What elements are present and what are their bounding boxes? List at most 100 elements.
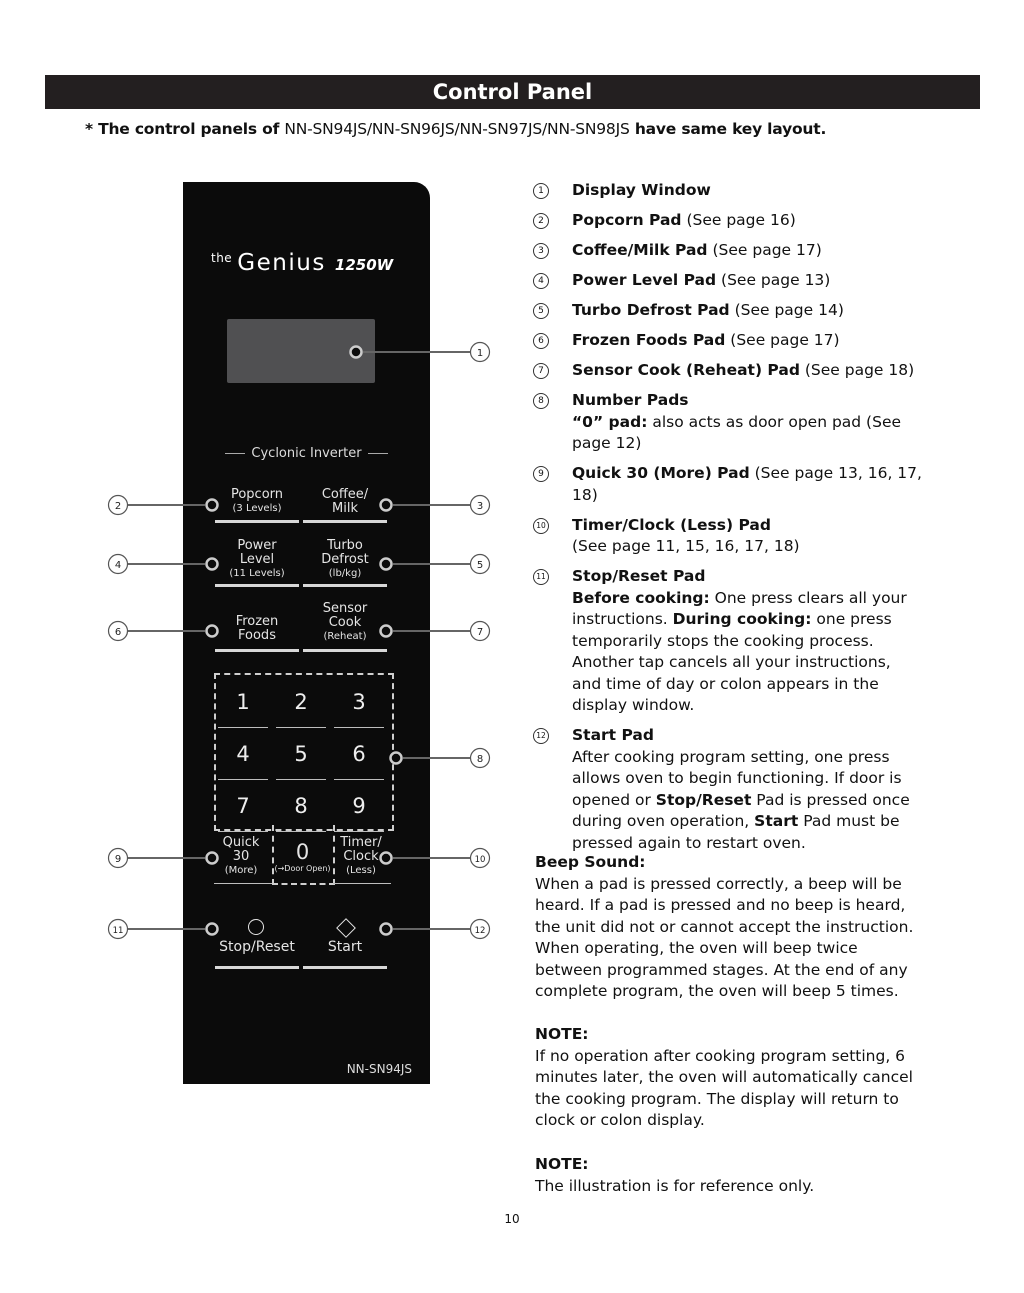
brand-logo: the Genius 1250W xyxy=(211,250,393,276)
note-text: If no operation after cooking program se… xyxy=(535,1046,913,1130)
note-text: The illustration is for reference only. xyxy=(535,1176,815,1195)
series-name: Cyclonic Inverter xyxy=(251,446,362,461)
callout-number-9: 9 xyxy=(115,854,121,865)
popcorn-pad-label: Popcorn xyxy=(230,487,284,502)
callout-circle xyxy=(107,494,129,516)
start-pad[interactable]: Start xyxy=(302,940,388,954)
number-pad-4[interactable]: 4 xyxy=(236,742,250,766)
quick-pad-label-1: Quick xyxy=(222,835,260,850)
note-models: NN-SN94JS/NN-SN96JS/NN-SN97JS/NN-SN98JS xyxy=(284,120,630,138)
page-title: Control Panel xyxy=(432,80,593,104)
item-marker: 10 xyxy=(533,517,549,534)
start-pad-underline xyxy=(303,966,387,969)
frozen-foods-pad[interactable]: Frozen Foods xyxy=(214,615,300,643)
callout-dot xyxy=(389,751,403,765)
page-title-bar: Control Panel xyxy=(45,75,980,109)
num-underline xyxy=(276,831,326,832)
list-item: 4 Power Level Pad (See page 13) xyxy=(533,270,923,292)
quick-30-pad[interactable]: Quick 30 (More) xyxy=(206,836,276,877)
item-bold: During cooking: xyxy=(672,610,812,628)
item-marker: 1 xyxy=(533,183,549,199)
sensor-cook-pad[interactable]: Sensor Cook (Reheat) xyxy=(302,602,388,643)
item-ref: (See page 13, 16, 17, 18) xyxy=(572,464,922,504)
list-item: 6 Frozen Foods Pad (See page 17) xyxy=(533,330,923,352)
callout-circle xyxy=(107,620,129,642)
list-item: 7 Sensor Cook (Reheat) Pad (See page 18) xyxy=(533,360,923,382)
item-title: Quick 30 (More) Pad xyxy=(572,464,750,482)
start-pad-label: Start xyxy=(327,939,363,955)
timer-clock-pad[interactable]: Timer/ Clock (Less) xyxy=(329,836,393,877)
item-ref: (See page 18) xyxy=(804,361,915,379)
item-title: Frozen Foods Pad xyxy=(572,331,726,349)
list-item: 8 Number Pads “0” pad: also acts as door… xyxy=(533,390,923,455)
turbo-pad-units: (lb/kg) xyxy=(328,568,362,579)
stop-pad-label: Stop/Reset xyxy=(219,939,295,955)
layout-note: * The control panels of NN-SN94JS/NN-SN9… xyxy=(85,120,826,138)
item-sub-bold: “0” pad: xyxy=(572,412,648,431)
item-title: Timer/Clock (Less) Pad xyxy=(572,515,771,534)
coffee-pad-label-1: Coffee/ xyxy=(321,487,369,502)
item-ref: (See page 13) xyxy=(721,271,831,289)
number-pad-9[interactable]: 9 xyxy=(352,794,366,818)
note-title: NOTE: xyxy=(535,1155,589,1173)
item-marker: 12 xyxy=(533,728,549,744)
number-pad-5[interactable]: 5 xyxy=(294,742,308,766)
item-sub-text: (See page 11, 15, 16, 17, 18) xyxy=(572,537,800,555)
item-bold: Before cooking: xyxy=(572,588,710,607)
coffee-milk-pad[interactable]: Coffee/ Milk xyxy=(302,488,388,516)
number-pad-6[interactable]: 6 xyxy=(352,742,366,766)
turbo-defrost-pad[interactable]: Turbo Defrost (lb/kg) xyxy=(302,539,388,580)
power-pad-label-1: Power xyxy=(237,538,277,553)
quick-underline xyxy=(214,883,272,884)
callout-dot xyxy=(205,922,219,936)
item-title: Sensor Cook (Reheat) Pad xyxy=(572,361,800,379)
panel-model-label: NN-SN94JS xyxy=(346,1062,412,1076)
item-ref: (See page 17) xyxy=(730,331,840,349)
note-suffix: have same key layout. xyxy=(634,120,827,138)
item-text: one press temporarily stops the cooking … xyxy=(572,610,892,714)
stop-reset-pad[interactable]: Stop/Reset xyxy=(214,940,300,954)
timer-underline xyxy=(333,883,391,884)
power-level-pad[interactable]: Power Level (11 Levels) xyxy=(214,539,300,580)
callout-circle xyxy=(469,341,491,363)
popcorn-pad-underline xyxy=(215,520,299,523)
turbo-pad-label-1: Turbo xyxy=(327,538,363,553)
note-section-2: NOTE: The illustration is for reference … xyxy=(535,1154,925,1197)
num-underline xyxy=(218,779,268,780)
callout-circle xyxy=(469,494,491,516)
item-text: Pad is pressed once during oven operatio… xyxy=(572,790,910,831)
callout-dot xyxy=(349,345,363,359)
item-marker: 6 xyxy=(533,333,549,349)
stop-pad-underline xyxy=(215,966,299,969)
item-title: Start Pad xyxy=(572,726,654,744)
item-marker: 2 xyxy=(533,213,549,229)
coffee-pad-label-2: Milk xyxy=(332,501,358,516)
item-marker: 11 xyxy=(533,569,549,585)
item-title: Power Level Pad xyxy=(572,271,717,289)
number-pad-1[interactable]: 1 xyxy=(236,690,250,714)
callout-number-12: 12 xyxy=(475,926,486,936)
num-underline xyxy=(334,779,384,780)
item-text: Pad must be pressed again to restart ove… xyxy=(572,812,900,852)
note-section-1: NOTE: If no operation after cooking prog… xyxy=(535,1024,925,1132)
item-title: Turbo Defrost Pad xyxy=(572,301,730,319)
callout-circle xyxy=(469,918,491,940)
number-pad-3[interactable]: 3 xyxy=(352,690,366,714)
popcorn-pad[interactable]: Popcorn (3 Levels) xyxy=(214,488,300,515)
item-title: Stop/Reset Pad xyxy=(572,567,706,585)
number-pad-2[interactable]: 2 xyxy=(294,690,308,714)
list-item: 9 Quick 30 (More) Pad (See page 13, 16, … xyxy=(533,463,923,506)
number-pad-7[interactable]: 7 xyxy=(236,794,250,818)
note-title: NOTE: xyxy=(535,1025,589,1043)
number-pad-8[interactable]: 8 xyxy=(294,794,308,818)
item-title: Coffee/Milk Pad xyxy=(572,241,708,259)
stop-icon xyxy=(248,919,264,935)
brand-wattage: 1250W xyxy=(334,256,394,274)
zero-pad[interactable]: 0 (→Door Open) xyxy=(272,840,333,874)
callout-number-1: 1 xyxy=(477,348,483,359)
list-item: 5 Turbo Defrost Pad (See page 14) xyxy=(533,300,923,322)
sensor-pad-underline xyxy=(303,649,387,652)
callout-circle xyxy=(469,553,491,575)
item-marker: 8 xyxy=(533,393,549,409)
num-underline xyxy=(276,779,326,780)
